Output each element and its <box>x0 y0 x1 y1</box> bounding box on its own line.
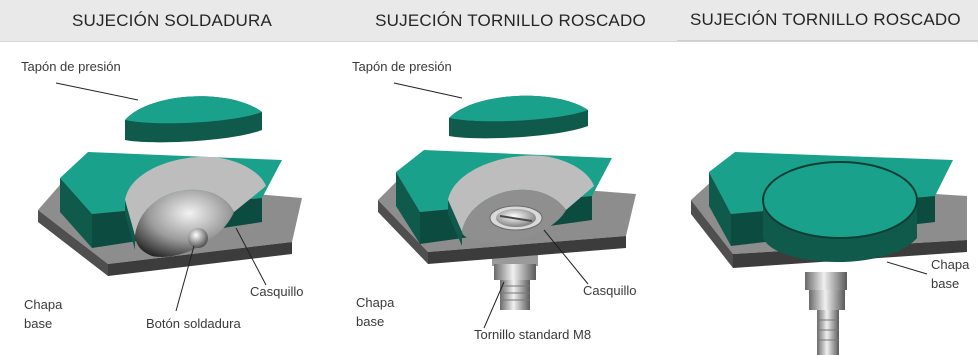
screw-fixture-illustration <box>378 82 636 329</box>
label-pressure-cap: Tapón de presión <box>352 59 452 74</box>
label-base-plate-line2: base <box>24 316 53 331</box>
pressure-cap <box>449 95 588 139</box>
label-base-plate-line1: Chapa <box>356 295 395 310</box>
panel-title: SUJECIÓN SOLDADURA <box>0 0 344 42</box>
panel-welding: SUJECIÓN SOLDADURA <box>0 0 344 355</box>
label-base-plate-line2: base <box>931 276 960 291</box>
welding-fixture-illustration <box>38 82 302 312</box>
assembled-fixture-illustration <box>691 152 967 355</box>
panel-title: SUJECIÓN TORNILLO ROSCADO <box>677 0 978 41</box>
label-pressure-cap: Tapón de presión <box>21 59 121 74</box>
divider <box>0 41 344 42</box>
leader-lines <box>55 82 267 312</box>
label-base-plate-line1: Chapa <box>931 257 970 272</box>
divider <box>344 41 677 42</box>
panel-screw: SUJECIÓN TORNILLO ROSCADO <box>344 0 677 355</box>
label-base-plate-line2: base <box>356 314 385 329</box>
panel-title: SUJECIÓN TORNILLO ROSCADO <box>344 0 677 42</box>
cutout <box>448 155 594 246</box>
leader-line <box>886 261 928 275</box>
welding-button <box>188 228 208 248</box>
label-base-plate-line1: Chapa <box>24 297 63 312</box>
label-sleeve: Casquillo <box>583 283 637 298</box>
divider <box>677 41 978 42</box>
leader-lines <box>393 82 589 329</box>
panel-screw-assembled: SUJECIÓN TORNILLO ROSCADO <box>677 0 978 355</box>
label-standard-screw: Tornillo standard M8 <box>474 327 592 342</box>
label-sleeve: Casquillo <box>250 284 304 299</box>
bolt <box>492 252 538 310</box>
cutout <box>125 156 266 257</box>
pressure-cap <box>762 161 918 263</box>
label-welding-button: Botón soldadura <box>146 316 241 331</box>
bolt <box>805 272 847 355</box>
pressure-cap <box>125 96 262 143</box>
